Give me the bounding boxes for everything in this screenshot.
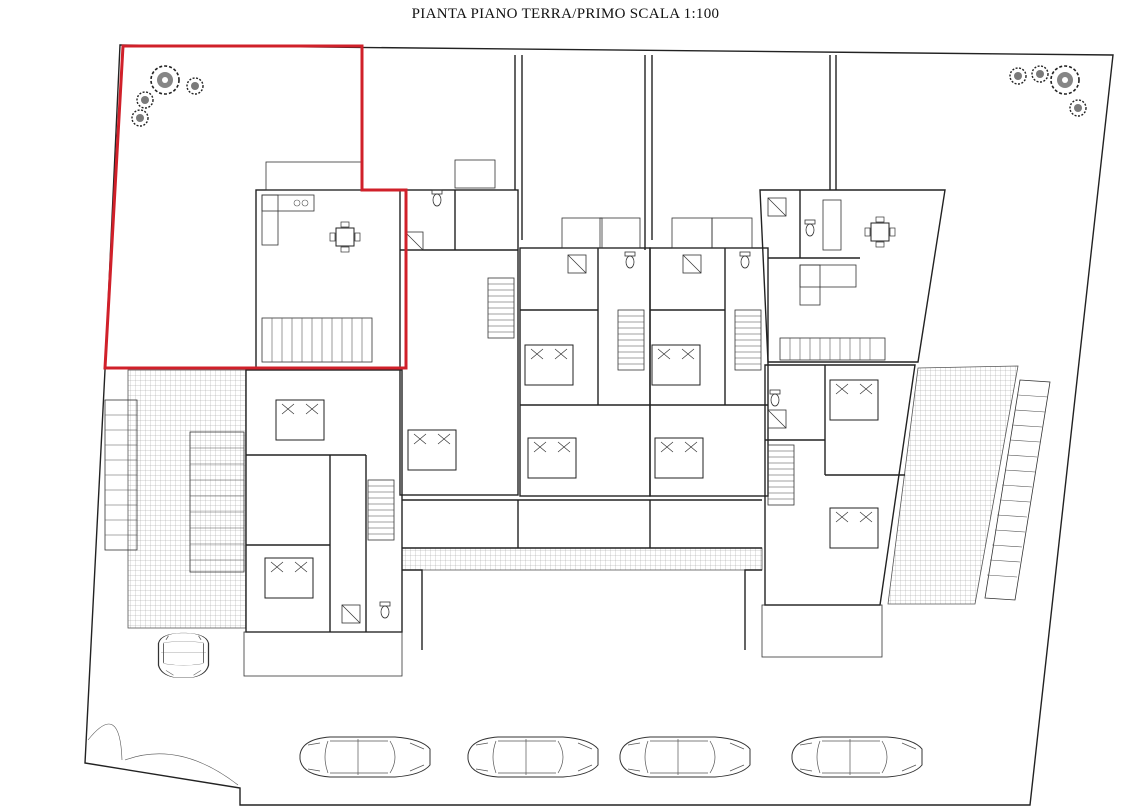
tree-icon [131, 109, 149, 127]
exterior-stairs-right [984, 379, 1051, 601]
exterior-stairs-left [104, 399, 245, 573]
car-icon [299, 736, 431, 778]
bed-icon [829, 507, 879, 549]
stairs-icon [734, 309, 762, 371]
building-walls [243, 159, 946, 677]
bed-icon [275, 399, 325, 441]
garden-partitions [514, 55, 837, 250]
tree-icon [1009, 67, 1027, 85]
bed-icon [264, 557, 314, 599]
bed-icon [654, 437, 704, 479]
tree-icon [1069, 99, 1087, 117]
stairs-icon [617, 309, 645, 371]
bed-icon [524, 344, 574, 386]
bathtub-icon [341, 604, 361, 624]
plan-title: PIANTA PIANO TERRA/PRIMO SCALA 1:100 [411, 6, 720, 22]
tree-icon [136, 91, 154, 109]
bathtub-icon [567, 254, 587, 274]
tree-icon [186, 77, 204, 95]
tree-icon [1031, 65, 1049, 83]
bathtub-icon [682, 254, 702, 274]
stairs-icon [367, 479, 395, 541]
left-terrace [127, 369, 247, 629]
bed-icon [527, 437, 577, 479]
car-icon [791, 736, 923, 778]
stairs-icon [767, 444, 795, 506]
right-terrace [887, 365, 1019, 605]
highlighted-lot [103, 44, 408, 370]
table-icon [329, 221, 361, 253]
toilet-icon [769, 389, 781, 407]
toilet-icon [739, 251, 751, 269]
kitchen [261, 194, 842, 251]
toilet-icon [379, 601, 391, 619]
bed-icon [829, 379, 879, 421]
bathtub-icon [767, 197, 787, 217]
bed-icon [407, 429, 457, 471]
car-icon [619, 736, 751, 778]
toilet-icon [624, 251, 636, 269]
bed-icon [651, 344, 701, 386]
front-paving [401, 547, 763, 571]
toilet-icon [431, 189, 443, 207]
gate [87, 723, 239, 786]
table-icon [864, 216, 896, 248]
car-icon [467, 736, 599, 778]
tree-icon [1050, 65, 1080, 95]
stairs-icon [487, 277, 515, 339]
car-icon [157, 632, 210, 678]
toilet-icon [804, 219, 816, 237]
lower-left-stair-upper [261, 317, 886, 363]
bathtub-icon [404, 231, 424, 251]
sofa [799, 264, 857, 306]
bathtub-icon [767, 409, 787, 429]
tree-icon [150, 65, 180, 95]
site-boundary [84, 44, 1114, 806]
